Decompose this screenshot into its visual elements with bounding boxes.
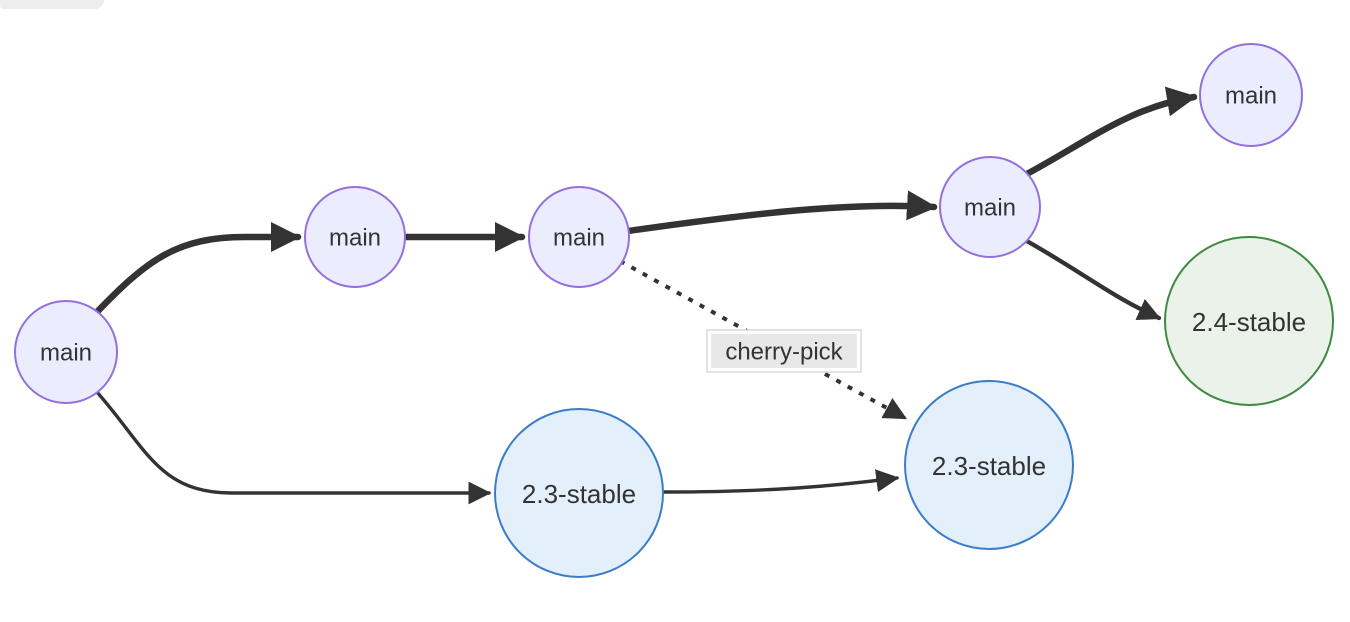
node-label-stable24: 2.4-stable <box>1192 307 1306 337</box>
edge-main4-main5 <box>1021 86 1198 179</box>
edge-main1-stable23old <box>94 389 492 505</box>
window-chrome-fragment <box>0 0 104 9</box>
node-circle-stable23-old <box>494 408 664 578</box>
node-circle-stable23-new <box>904 380 1074 550</box>
node-stable23-new: 2.3-stable <box>904 380 1074 550</box>
node-circle-main-5 <box>1199 43 1303 147</box>
edge-main1-main2 <box>93 222 302 316</box>
edge-cherry-pick-edge <box>619 259 908 420</box>
node-label-stable23-old: 2.3-stable <box>522 479 636 509</box>
nodes-layer: main main main main main 2.3-stable 2.3-stable… <box>14 43 1334 578</box>
node-circle-main-1 <box>14 300 118 404</box>
edge-label-cherry-pick: cherry-pick <box>725 339 843 366</box>
node-label-stable23-new: 2.3-stable <box>932 451 1046 481</box>
node-main-2: main <box>304 186 406 288</box>
node-circle-main-3 <box>528 186 630 288</box>
node-main-3: main <box>528 186 630 288</box>
edge-main4-stable24 <box>1022 237 1162 321</box>
node-circle-main-4 <box>939 156 1041 258</box>
node-label-main-5: main <box>1225 83 1277 110</box>
edge-stable23-merge <box>662 469 900 494</box>
edge-main3-main4 <box>624 190 938 235</box>
node-label-main-2: main <box>329 225 381 252</box>
node-stable24: 2.4-stable <box>1164 236 1334 406</box>
node-label-main-4: main <box>964 195 1016 222</box>
node-label-main-1: main <box>40 340 92 367</box>
edge-label-layer: cherry-pick <box>706 329 862 373</box>
edge-label-inner-box <box>711 334 857 368</box>
node-main-1: main <box>14 300 118 404</box>
node-circle-main-2 <box>304 186 406 288</box>
node-circle-stable24 <box>1164 236 1334 406</box>
node-main-5: main <box>1199 43 1303 147</box>
node-main-4: main <box>939 156 1041 258</box>
edges-layer <box>93 86 1198 505</box>
node-label-main-3: main <box>553 225 605 252</box>
node-stable23-old: 2.3-stable <box>494 408 664 578</box>
